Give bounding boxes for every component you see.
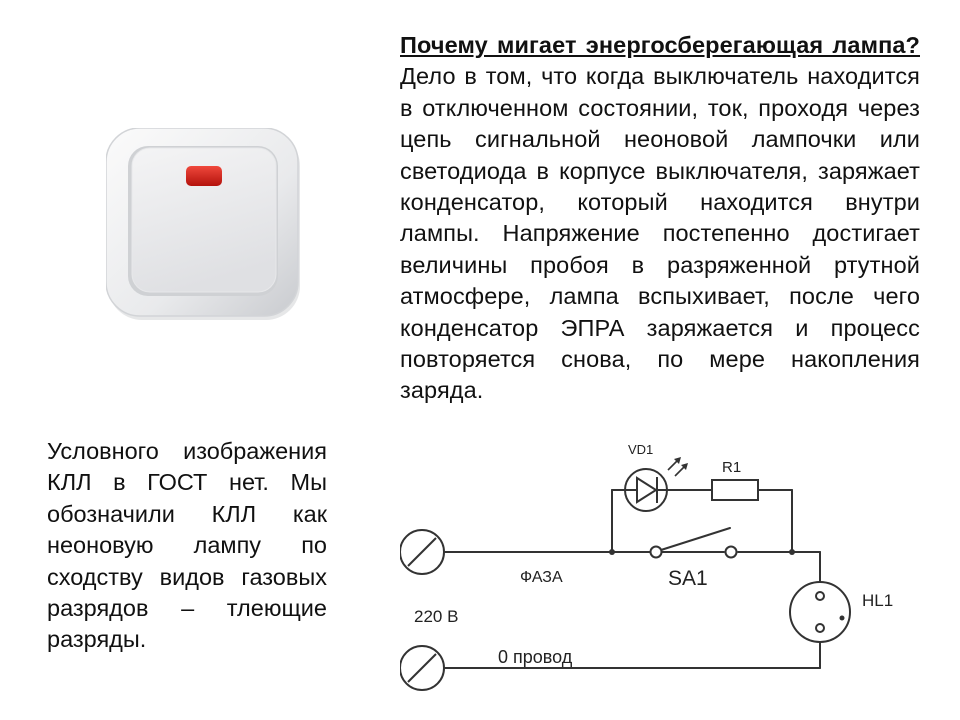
- switch-sa1: [649, 545, 738, 559]
- light-switch-image: [106, 128, 300, 320]
- resistor-r1: [711, 479, 759, 501]
- cfl-symbol-note: Условного изображения КЛЛ в ГОСТ нет. Мы…: [47, 438, 327, 653]
- led-vd1: [624, 457, 688, 512]
- r1-label: R1: [722, 459, 741, 476]
- circuit-diagram: VD1 R1 ФАЗА SA1 HL1 220 В 0 провод: [400, 442, 893, 691]
- phase-terminal: [400, 529, 445, 575]
- vd1-label: VD1: [628, 442, 653, 457]
- sa1-label: SA1: [668, 567, 708, 590]
- explanation-body: Дело в том, что когда выключатель находи…: [400, 63, 920, 404]
- question-heading: Почему мигает энергосберегающая лампа?: [400, 32, 920, 58]
- neutral-label: 0 провод: [498, 647, 573, 667]
- indicator-led: [186, 166, 222, 186]
- neutral-terminal: [400, 645, 445, 691]
- phase-label: ФАЗА: [520, 569, 563, 586]
- lamp-hl1: [789, 581, 851, 643]
- voltage-label: 220 В: [414, 607, 458, 626]
- hl1-label: HL1: [862, 591, 893, 610]
- light-emission-arrows-icon: [667, 457, 688, 477]
- main-explanation: Почему мигает энергосберегающая лампа? Д…: [400, 30, 920, 407]
